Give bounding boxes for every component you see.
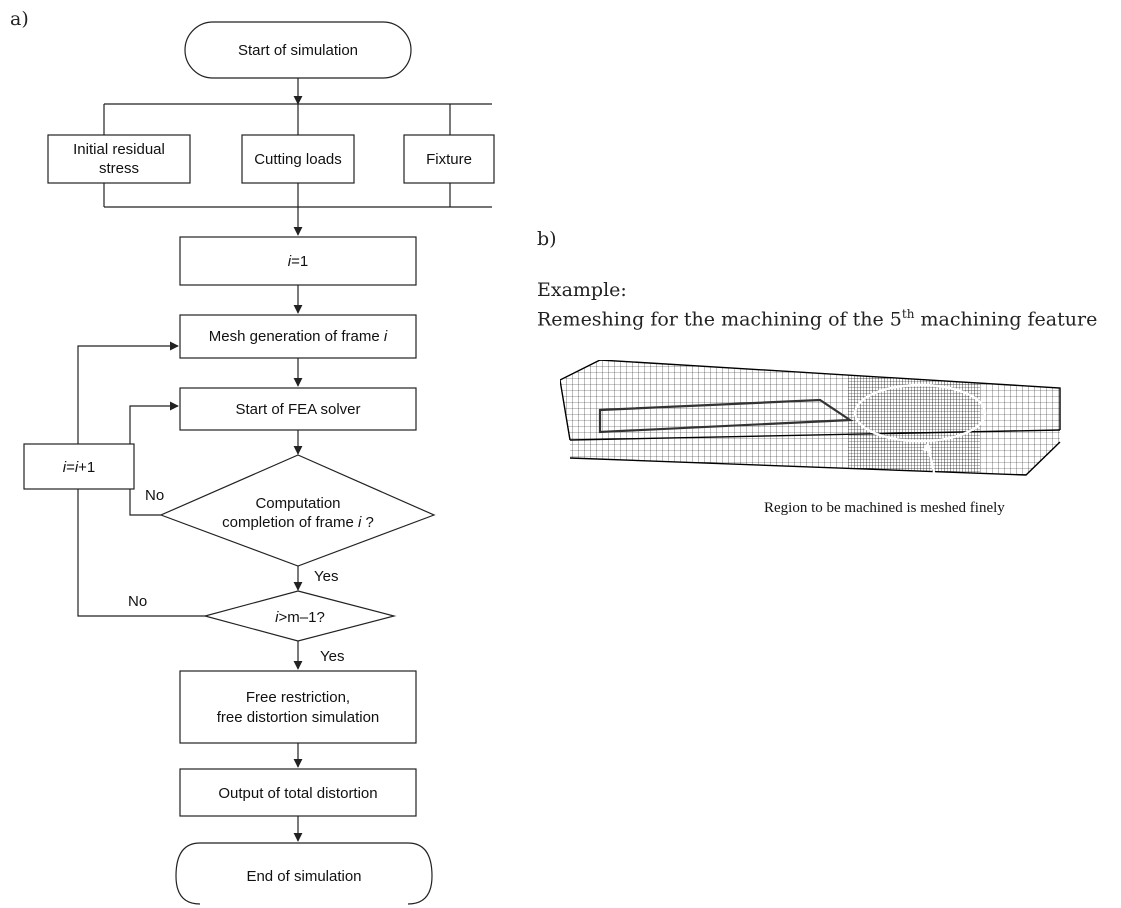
example-description: Example: Remeshing for the machining of … (537, 278, 1097, 331)
example-text: Remeshing for the machining of the 5th m… (537, 307, 1098, 331)
iteration-condition-label: i>m–1? (275, 609, 325, 626)
mesh-generation-box (179, 314, 417, 359)
fea-solver-box (179, 387, 417, 431)
no-label-1: No (145, 487, 164, 504)
mesh-generation-label: Mesh generation of frame i (209, 328, 388, 345)
output-distortion-box (179, 768, 417, 817)
completion-line1: Computation (255, 495, 340, 512)
panel-b-label: b) (537, 228, 557, 250)
free-distortion-line1: Free restriction, (246, 689, 350, 706)
no-label-2: No (128, 593, 147, 610)
init-counter-box (179, 236, 417, 286)
residual-stress-box (47, 134, 191, 184)
free-distortion-line2: free distortion simulation (217, 709, 380, 726)
increment-box (23, 443, 135, 490)
fixture-label: Fixture (426, 151, 472, 168)
yes-label-2: Yes (320, 648, 344, 665)
end-label: End of simulation (246, 868, 361, 885)
fixture-box (403, 134, 495, 184)
fe-mesh-image (560, 360, 1061, 491)
increment-label: i=i+1 (63, 459, 96, 476)
mesh-caption: Region to be machined is meshed finely (764, 500, 1005, 516)
simulation-flowchart: Start of simulation Initial residual str… (23, 21, 495, 905)
start-label: Start of simulation (238, 42, 358, 59)
refined-region-ellipse (853, 383, 987, 443)
free-distortion-box (179, 670, 417, 744)
cutting-loads-label: Cutting loads (254, 151, 342, 168)
region-pointer-arrow (926, 445, 940, 491)
residual-stress-line2: stress (99, 160, 139, 177)
example-heading: Example: (537, 279, 627, 301)
output-distortion-label: Output of total distortion (218, 785, 377, 802)
cutting-loads-box (241, 134, 355, 184)
init-counter-label: i=1 (288, 253, 308, 270)
yes-label-1: Yes (314, 568, 338, 585)
end-terminal (175, 842, 433, 905)
panel-a-label: a) (10, 8, 29, 30)
fea-solver-label: Start of FEA solver (235, 401, 360, 418)
residual-stress-line1: Initial residual (73, 141, 165, 158)
completion-line2: completion of frame i ? (222, 514, 374, 531)
